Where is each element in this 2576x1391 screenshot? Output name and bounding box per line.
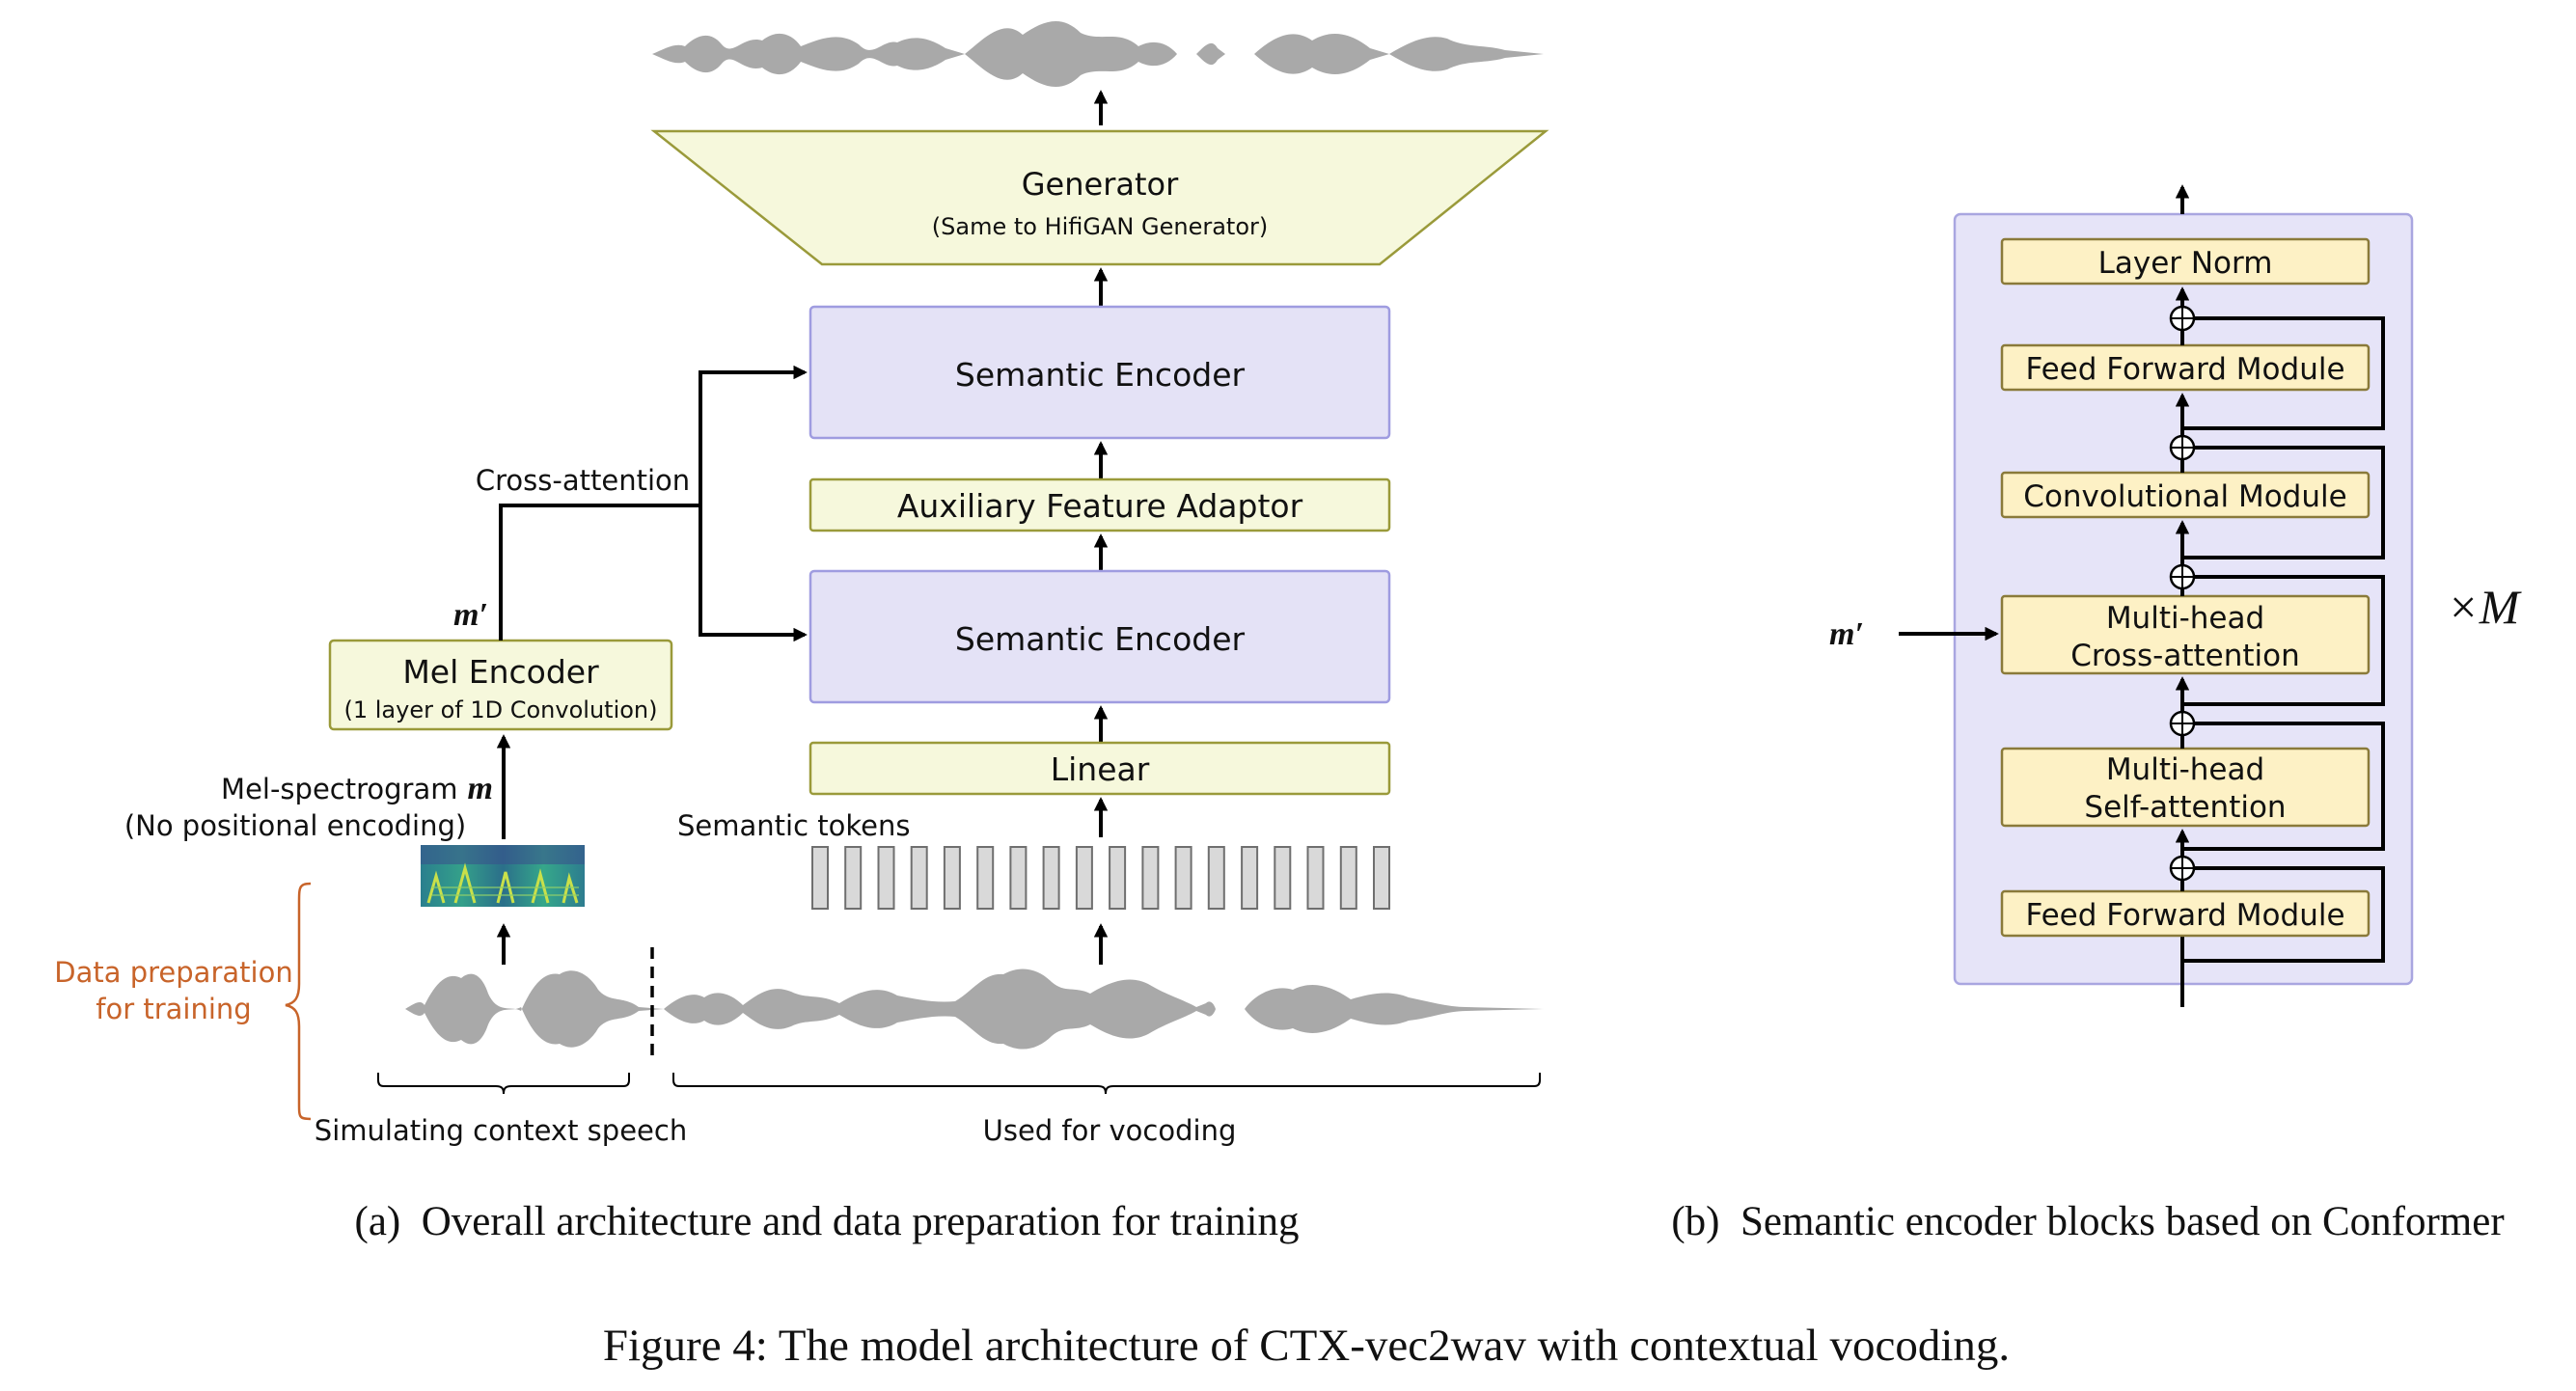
output-waveform [652, 20, 1544, 88]
linear-block: Linear [808, 741, 1391, 796]
semantic-token [1274, 846, 1292, 910]
semantic-token [1373, 846, 1390, 910]
semantic-encoder-bottom: Semantic Encoder [808, 569, 1391, 704]
auxiliary-feature-adaptor: Auxiliary Feature Adaptor [808, 477, 1391, 532]
semantic-token-row [811, 846, 1390, 910]
conformer-connections [2169, 286, 2385, 963]
semantic-encoder-bottom-label: Semantic Encoder [955, 620, 1246, 658]
convolution-block: Convolutional Module [2000, 471, 2370, 519]
svg-text:Feed Forward Module: Feed Forward Module [2025, 352, 2344, 387]
semantic-token [1075, 846, 1093, 910]
ffn-bottom-block: Feed Forward Module [2000, 889, 2370, 938]
generator-block: Generator (Same to HifiGAN Generator) [650, 129, 1549, 266]
data-prep-brace [285, 882, 312, 1121]
semantic-encoder-top: Semantic Encoder [808, 305, 1391, 440]
caption-a: (a) Overall architecture and data prepar… [355, 1199, 1300, 1244]
semantic-token [1141, 846, 1160, 910]
context-speech-label: Simulating context speech [315, 1114, 687, 1147]
vocoding-label: Used for vocoding [983, 1114, 1237, 1147]
svg-text:Cross-attention: Cross-attention [2070, 639, 2300, 673]
semantic-token [976, 846, 995, 910]
data-prep-label-line1: Data preparation [54, 956, 292, 989]
repeat-label: ×M [2447, 580, 2522, 634]
semantic-token [1306, 846, 1325, 910]
semantic-tokens-label: Semantic tokens [677, 809, 910, 842]
mel-encoder-subtitle: (1 layer of 1D Convolution) [344, 696, 658, 723]
svg-text:Self-attention: Self-attention [2084, 790, 2286, 825]
ffn-top-block: Feed Forward Module [2000, 343, 2370, 392]
svg-text:Multi-head: Multi-head [2106, 752, 2264, 787]
svg-text:Convolutional Module: Convolutional Module [2023, 479, 2346, 514]
svg-text:Layer Norm: Layer Norm [2098, 246, 2273, 281]
cross-attention-label: Cross-attention [476, 464, 690, 497]
semantic-token [877, 846, 895, 910]
panel-a: Generator (Same to HifiGAN Generator) Se… [54, 20, 1549, 1244]
svg-text:Feed Forward Module: Feed Forward Module [2025, 898, 2344, 933]
figure-caption: Figure 4: The model architecture of CTX-… [603, 1321, 2010, 1371]
svg-text:Multi-head: Multi-head [2106, 601, 2264, 636]
caption-b: (b) Semantic encoder blocks based on Con… [1671, 1199, 2504, 1244]
self-attention-block: Multi-head Self-attention [2000, 747, 2370, 828]
semantic-token [910, 846, 928, 910]
mel-encoder-title: Mel Encoder [402, 653, 599, 691]
generator-title: Generator [1022, 166, 1179, 203]
data-prep-label-line2: for training [96, 993, 251, 1025]
mel-encoder-block: Mel Encoder (1 layer of 1D Convolution) [328, 639, 673, 731]
generator-subtitle: (Same to HifiGAN Generator) [932, 213, 1268, 240]
mel-spectrogram-image [421, 845, 585, 907]
auxiliary-adaptor-label: Auxiliary Feature Adaptor [897, 487, 1303, 525]
m-prime-label-a: m′ [453, 597, 488, 633]
semantic-token [1241, 846, 1259, 910]
vocoding-brace [672, 1073, 1541, 1095]
semantic-token [1174, 846, 1192, 910]
m-prime-label-b: m′ [1829, 616, 1864, 652]
semantic-token [1339, 846, 1357, 910]
residual-adder-icon [2169, 305, 2196, 882]
layer-norm-block: Layer Norm [2000, 237, 2370, 286]
linear-label: Linear [1051, 750, 1150, 788]
panel-b: Layer Norm Feed Forward Module Convoluti… [1671, 184, 2522, 1244]
semantic-token [1207, 846, 1225, 910]
context-speech-brace [377, 1073, 630, 1095]
semantic-token [844, 846, 863, 910]
semantic-token [1009, 846, 1028, 910]
semantic-token [811, 846, 829, 910]
cross-attention-block: Multi-head Cross-attention [2000, 594, 2370, 675]
semantic-encoder-top-label: Semantic Encoder [955, 356, 1246, 394]
no-positional-label: (No positional encoding) [124, 809, 466, 842]
input-waveform [361, 968, 1544, 1050]
semantic-token [1109, 846, 1127, 910]
semantic-token [1042, 846, 1060, 910]
semantic-token [943, 846, 961, 910]
